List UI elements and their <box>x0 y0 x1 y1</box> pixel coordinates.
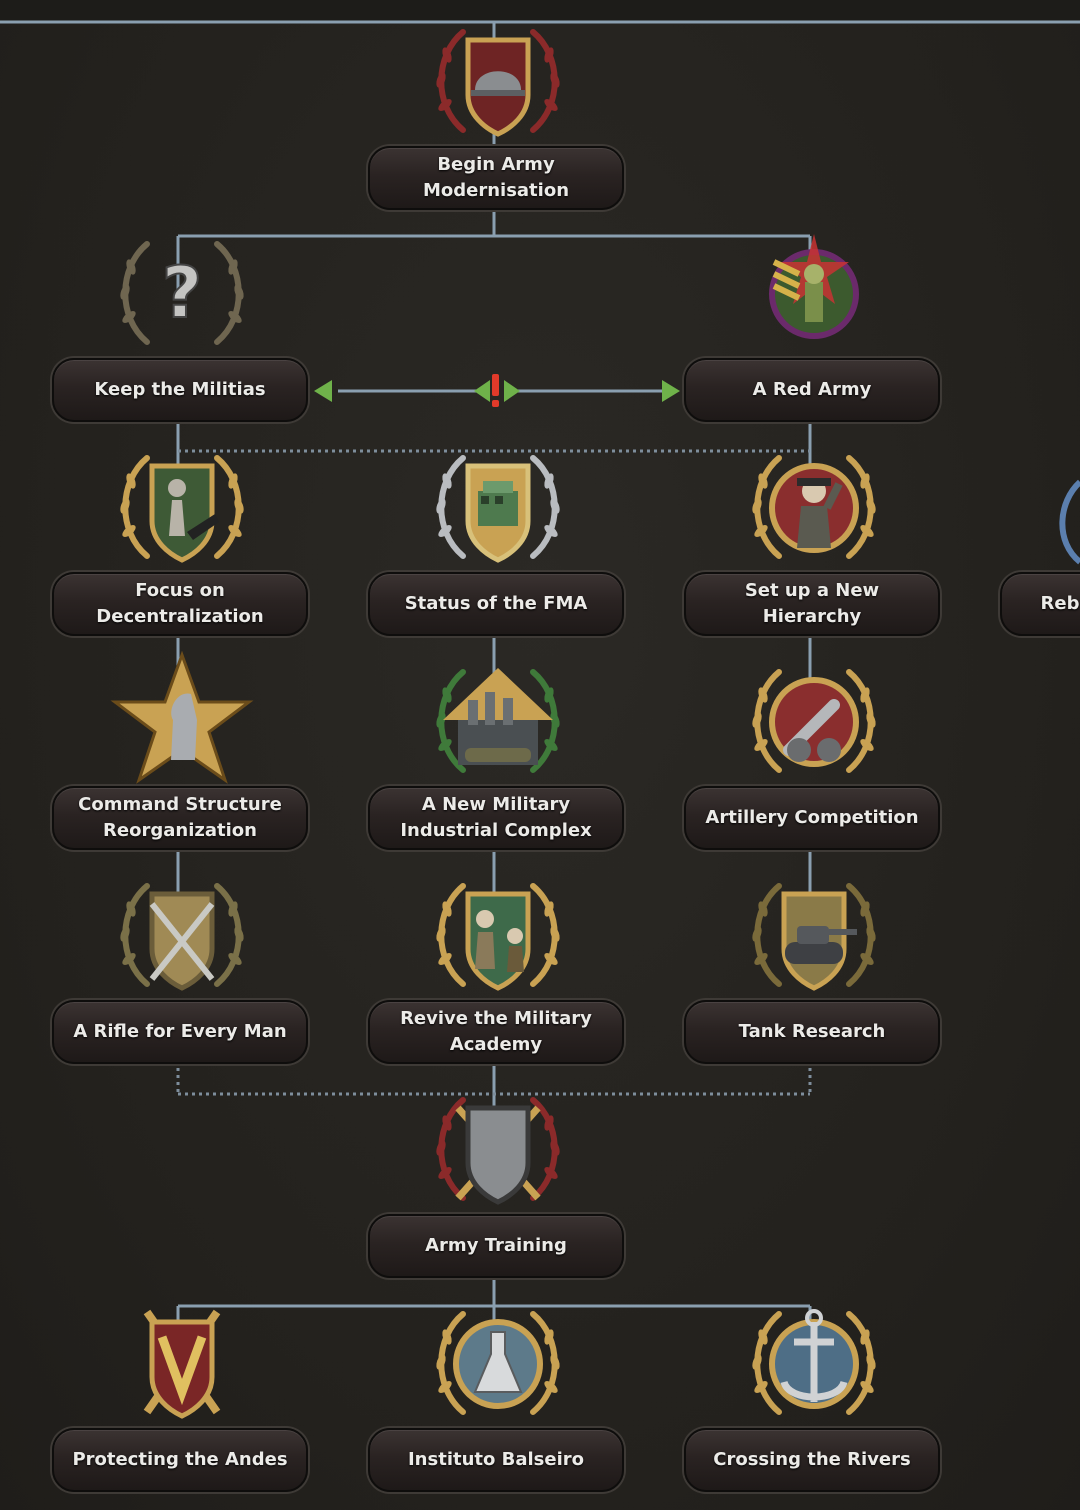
focus-label-line: Set up a New Hierarchy <box>744 580 880 627</box>
question-mark-icon: ? <box>107 222 257 362</box>
focus-keep-militias[interactable]: ? Keep the Militias <box>52 222 312 422</box>
focus-label-line: Modernisation <box>422 180 570 201</box>
focus-label: Crossing the Rivers <box>684 1428 940 1492</box>
focus-label-line: Keep the Militias <box>94 379 266 400</box>
focus-rivers[interactable]: Crossing the Rivers <box>684 1292 944 1492</box>
line-second-tier <box>176 420 812 470</box>
focus-tank[interactable]: Tank Research <box>684 864 944 1064</box>
focus-label-line: Begin Army <box>437 154 555 175</box>
mutually-exclusive-icon <box>314 374 680 407</box>
focus-label: Focus on Decentralization <box>52 572 308 636</box>
focus-label: Set up a New Hierarchy <box>684 572 940 636</box>
crossed-rifles-icon <box>107 864 257 1004</box>
tank-icon <box>739 864 889 1004</box>
flask-icon <box>423 1292 573 1432</box>
line-begin-branches <box>176 205 812 290</box>
focus-label-line: Decentralization <box>96 606 264 627</box>
focus-label: Artillery Competition <box>684 786 940 850</box>
focus-balseiro[interactable]: Instituto Balseiro <box>368 1292 628 1492</box>
focus-rifle[interactable]: A Rifle for Every Man <box>52 864 312 1064</box>
anchor-icon <box>739 1292 889 1432</box>
focus-andes[interactable]: Protecting the Andes <box>52 1292 312 1492</box>
factory-icon <box>423 436 573 576</box>
focus-artillery[interactable]: Artillery Competition <box>684 650 944 850</box>
focus-label-line: Instituto Balseiro <box>407 1449 585 1470</box>
focus-label-line: Revive the Military <box>400 1008 592 1029</box>
focus-label: Instituto Balseiro <box>368 1428 624 1492</box>
focus-label-line: Industrial Complex <box>400 820 592 841</box>
svg-text:?: ? <box>162 252 203 334</box>
focus-label: Reb <box>1000 572 1080 636</box>
chess-pawn-icon <box>107 436 257 576</box>
shield-swords-icon <box>423 1078 573 1218</box>
chess-knight-star-icon <box>107 650 257 790</box>
focus-hierarchy[interactable]: Set up a New Hierarchy <box>684 436 944 636</box>
focus-red-army[interactable]: A Red Army <box>684 222 944 422</box>
focus-label-line: A Red Army <box>752 379 872 400</box>
focus-decentralization[interactable]: Focus on Decentralization <box>52 436 312 636</box>
dotted-or-line-bottom <box>176 1068 812 1096</box>
focus-label-line: Focus on <box>135 580 225 601</box>
focus-label: Keep the Militias <box>52 358 308 422</box>
focus-label-line: A New Military <box>421 794 571 815</box>
focus-fma[interactable]: Status of the FMA <box>368 436 628 636</box>
focus-label: A Red Army <box>684 358 940 422</box>
city-tanks-icon <box>423 650 573 790</box>
focus-label-line: Crossing the Rivers <box>713 1449 911 1470</box>
focus-label-line: Reorganization <box>103 820 257 841</box>
helmet-shield-icon <box>423 10 573 150</box>
red-army-soldier-icon <box>739 222 889 362</box>
focus-label: Army Training <box>368 1214 624 1278</box>
focus-label: Protecting the Andes <box>52 1428 308 1492</box>
classroom-icon <box>423 864 573 1004</box>
focus-label-line: Academy <box>449 1034 543 1055</box>
focus-label: A Rifle for Every Man <box>52 1000 308 1064</box>
focus-label-line: A Rifle for Every Man <box>73 1021 287 1042</box>
focus-label: Status of the FMA <box>368 572 624 636</box>
top-band <box>0 0 1080 22</box>
focus-label-line: Artillery Competition <box>705 807 919 828</box>
focus-label-line: Protecting the Andes <box>72 1449 288 1470</box>
saluting-officer-icon <box>739 436 889 576</box>
focus-label-line: Army Training <box>425 1235 567 1256</box>
focus-label-line: Status of the FMA <box>404 593 588 614</box>
focus-army-training[interactable]: Army Training <box>368 1078 628 1278</box>
mountain-v-emblem-icon <box>107 1292 257 1432</box>
focus-label: Tank Research <box>684 1000 940 1064</box>
focus-label-line: Tank Research <box>738 1021 886 1042</box>
partial-emblem-icon <box>1050 472 1080 572</box>
focus-partial-reb[interactable]: Reb <box>1000 479 1080 636</box>
artillery-gun-icon <box>739 650 889 790</box>
focus-label-line: Command Structure <box>78 794 282 815</box>
